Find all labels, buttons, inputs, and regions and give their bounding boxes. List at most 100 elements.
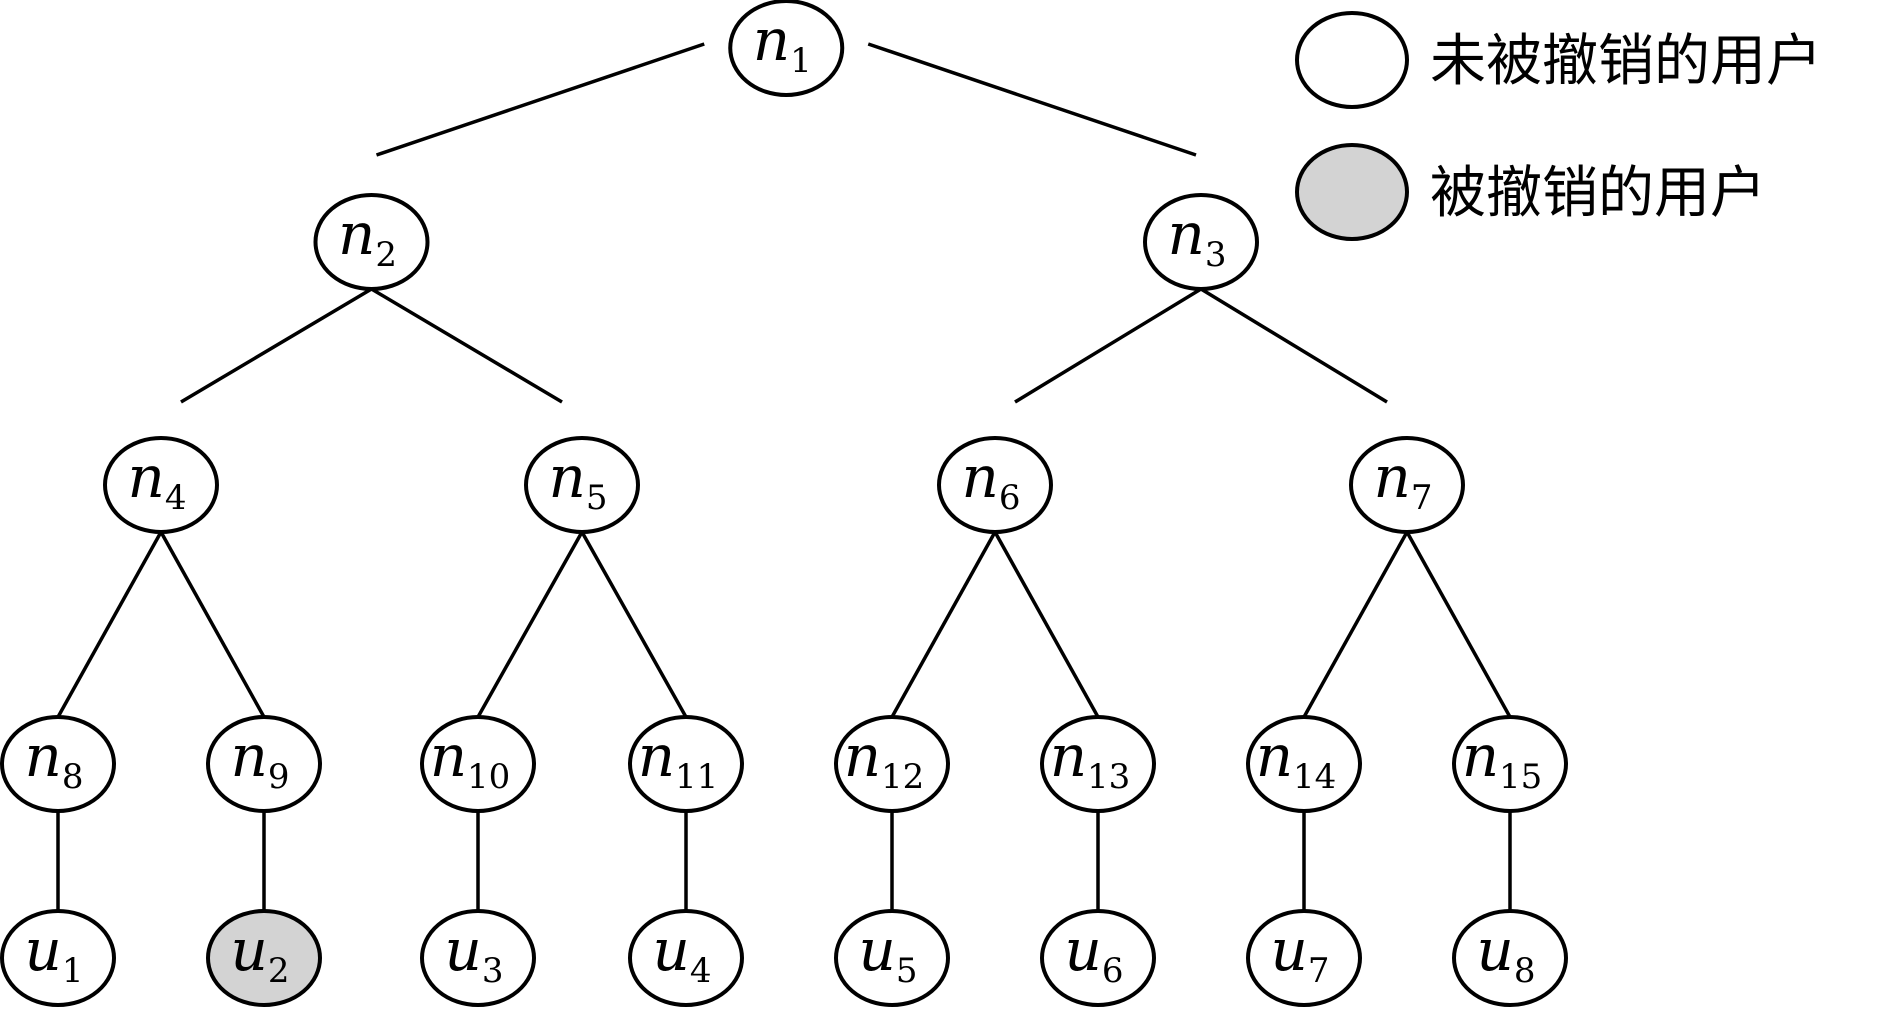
node-circle-n15 — [1452, 715, 1568, 813]
node-variable: n — [1374, 443, 1411, 511]
tree-node-n2: n2 — [313, 193, 430, 291]
node-variable: u — [1271, 916, 1308, 984]
legend-swatch — [1295, 11, 1409, 109]
node-subscript: 4 — [690, 951, 712, 991]
node-subscript: 4 — [165, 478, 187, 518]
node-variable: u — [1065, 916, 1102, 984]
node-circle-n14 — [1246, 715, 1362, 813]
node-label-n8: n8 — [25, 722, 84, 797]
node-circle-n8 — [0, 715, 116, 813]
node-label-u6: u6 — [1065, 916, 1124, 991]
node-circle-n1 — [728, 0, 845, 97]
legend-label: 被撤销的用户 — [1430, 161, 1766, 226]
node-variable: n — [638, 722, 675, 790]
node-subscript: 11 — [675, 757, 718, 797]
node-subscript: 1 — [62, 951, 84, 991]
node-variable: n — [1256, 722, 1293, 790]
node-label-u1: u1 — [25, 916, 84, 991]
node-subscript: 13 — [1087, 757, 1130, 797]
node-subscript: 6 — [1102, 951, 1124, 991]
node-label-u4: u4 — [653, 916, 712, 991]
node-circle-u7 — [1246, 909, 1362, 1007]
node-variable: u — [445, 916, 482, 984]
node-label-n13: n13 — [1050, 722, 1131, 797]
node-subscript: 2 — [375, 235, 397, 275]
tree-node-n11: n11 — [628, 715, 744, 813]
node-label-n2: n2 — [338, 200, 397, 275]
node-subscript: 12 — [881, 757, 924, 797]
node-circle-n13 — [1040, 715, 1156, 813]
tree-node-u3: u3 — [420, 909, 536, 1007]
legend-swatch — [1295, 143, 1409, 241]
edge-n2-n4 — [180, 287, 373, 404]
edge-n5-n11 — [580, 531, 688, 718]
node-label-n15: n15 — [1462, 722, 1543, 797]
edge-n5-n10 — [476, 531, 584, 718]
edge-n7-n15 — [1405, 531, 1512, 718]
tree-node-n15: n15 — [1452, 715, 1568, 813]
node-circle-u5 — [834, 909, 950, 1007]
node-subscript: 3 — [482, 951, 504, 991]
node-label-n3: n3 — [1168, 200, 1227, 275]
tree-node-u5: u5 — [834, 909, 950, 1007]
edge-n4-n8 — [56, 531, 163, 718]
node-circle-u3 — [420, 909, 536, 1007]
node-label-n4: n4 — [128, 443, 187, 518]
node-label-u5: u5 — [859, 916, 918, 991]
tree-node-n1: n1 — [728, 0, 845, 97]
tree-node-n12: n12 — [834, 715, 950, 813]
tree-node-u4: u4 — [628, 909, 744, 1007]
node-variable: n — [231, 722, 268, 790]
tree-node-n8: n8 — [0, 715, 116, 813]
node-variable: u — [25, 916, 62, 984]
node-subscript: 15 — [1499, 757, 1542, 797]
tree-edges — [56, 42, 1512, 911]
node-circle-n11 — [628, 715, 744, 813]
node-label-n9: n9 — [231, 722, 290, 797]
node-subscript: 10 — [467, 757, 510, 797]
tree-node-n10: n10 — [420, 715, 536, 813]
edge-n4-n9 — [159, 531, 266, 718]
node-subscript: 9 — [268, 757, 290, 797]
tree-node-n13: n13 — [1040, 715, 1156, 813]
tree-node-u1: u1 — [0, 909, 116, 1007]
node-variable: u — [859, 916, 896, 984]
node-variable: n — [1050, 722, 1087, 790]
node-circle-n9 — [206, 715, 322, 813]
node-circle-n7 — [1349, 436, 1465, 534]
node-circle-n6 — [937, 436, 1053, 534]
node-subscript: 8 — [1514, 951, 1536, 991]
tree-node-n9: n9 — [206, 715, 322, 813]
node-subscript: 8 — [62, 757, 84, 797]
node-label-n12: n12 — [844, 722, 925, 797]
node-variable: n — [1168, 200, 1205, 268]
edge-n3-n7 — [1200, 287, 1388, 404]
node-circle-u8 — [1452, 909, 1568, 1007]
node-subscript: 6 — [999, 478, 1021, 518]
tree-node-u8: u8 — [1452, 909, 1568, 1007]
node-circle-u2 — [206, 909, 322, 1007]
node-variable: n — [128, 443, 165, 511]
node-subscript: 5 — [586, 478, 608, 518]
tree-node-n3: n3 — [1143, 193, 1259, 291]
tree-node-n6: n6 — [937, 436, 1053, 534]
legend-item-revoked: 被撤销的用户 — [1295, 143, 1766, 241]
node-variable: n — [1462, 722, 1499, 790]
edge-n6-n13 — [993, 531, 1100, 718]
node-subscript: 2 — [268, 951, 290, 991]
node-variable: n — [338, 200, 375, 268]
node-circle-u1 — [0, 909, 116, 1007]
legend-item-not-revoked: 未被撤销的用户 — [1295, 11, 1822, 109]
tree-node-n4: n4 — [103, 436, 219, 534]
node-variable: n — [25, 722, 62, 790]
tree-node-u6: u6 — [1040, 909, 1156, 1007]
node-subscript: 7 — [1308, 951, 1330, 991]
edge-n3-n6 — [1014, 287, 1202, 404]
edge-n1-n3 — [867, 42, 1197, 157]
node-circle-u6 — [1040, 909, 1156, 1007]
node-label-n5: n5 — [549, 443, 608, 518]
node-subscript: 3 — [1205, 235, 1227, 275]
